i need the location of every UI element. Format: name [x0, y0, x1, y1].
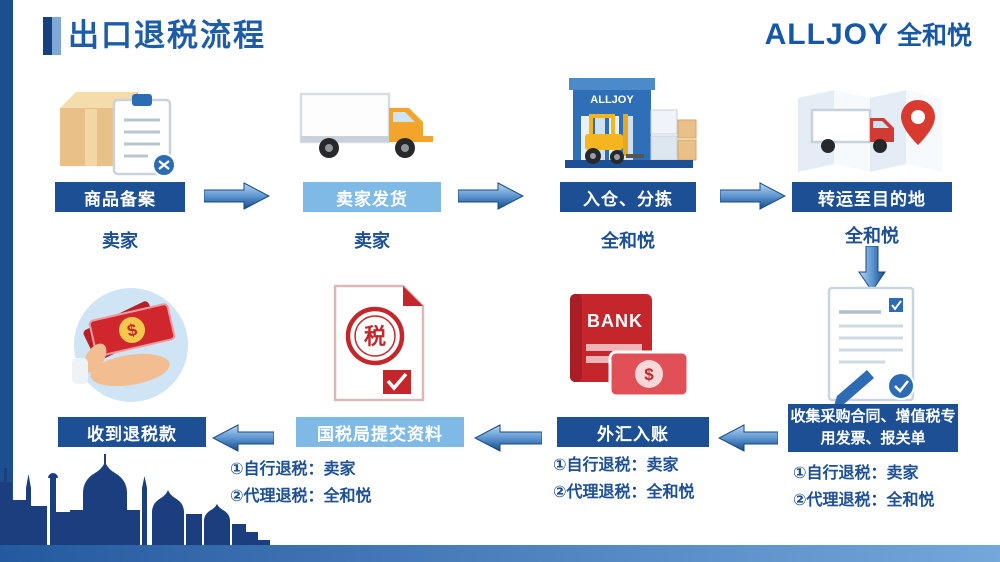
note-line: ②代理退税：全和悦	[553, 484, 695, 501]
note-line: ①自行退税：卖家	[793, 465, 919, 482]
step-label-forex-received: 外汇入账	[557, 417, 709, 447]
title-accent-bar-light	[52, 17, 61, 55]
warehouse-sign-text: ALLJOY	[590, 94, 634, 106]
tax-seal-text: 税	[364, 324, 386, 349]
package-clipboard-icon	[60, 92, 176, 176]
page-title: 出口退税流程	[68, 18, 266, 53]
truck-map-pin-icon	[798, 90, 942, 172]
left-edge-bar	[0, 0, 13, 562]
actor-label: 卖家	[354, 231, 390, 251]
dollar-sign-text: $	[644, 365, 654, 384]
note-block-collect-docs: ①自行退税：卖家 ②代理退税：全和悦	[793, 460, 935, 514]
step-label-refund-received: 收到退税款	[58, 417, 206, 447]
arrow-left-icon	[212, 424, 274, 452]
arrow-right-icon	[204, 182, 270, 210]
step-label-collect-documents: 收集采购合同、增值税专用发票、报关单	[788, 404, 958, 452]
arrow-right-icon	[458, 182, 524, 210]
brand-name-cn: 全和悦	[896, 22, 972, 50]
title-accent-bar-dark	[43, 17, 52, 55]
brand-logo: ALLJOY 全和悦	[765, 16, 972, 52]
note-block-forex: ①自行退税：卖家 ②代理退税：全和悦	[553, 452, 695, 506]
step-label-transfer-destination: 转运至目的地	[792, 182, 952, 212]
arrow-left-icon	[474, 424, 542, 452]
note-line: ②代理退税：全和悦	[230, 488, 372, 505]
note-block-tax-bureau: ①自行退税：卖家 ②代理退税：全和悦	[230, 456, 372, 510]
actor-label: 全和悦	[845, 226, 899, 246]
note-line: ①自行退税：卖家	[230, 461, 356, 478]
step-label-warehouse-sorting: 入仓、分拣	[560, 182, 696, 212]
bank-label-text: BANK	[587, 311, 643, 331]
arrow-down-icon	[858, 246, 886, 292]
hand-money-icon: $	[72, 288, 188, 402]
warehouse-forklift-icon: ALLJOY	[565, 78, 697, 168]
step-label-product-filing: 商品备案	[55, 182, 185, 212]
step-label-tax-bureau-submit: 国税局提交资料	[296, 417, 464, 447]
bottom-accent-bar	[0, 545, 1000, 562]
step-label-seller-ship: 卖家发货	[303, 182, 441, 212]
arrow-left-icon	[718, 424, 778, 452]
arrow-right-icon	[720, 182, 786, 210]
contract-document-icon	[827, 286, 915, 406]
actor-label: 全和悦	[601, 231, 655, 251]
note-line: ①自行退税：卖家	[553, 457, 679, 474]
note-line: ②代理退税：全和悦	[793, 492, 935, 509]
bank-book-money-icon: BANK $	[570, 294, 690, 398]
tax-document-icon: 税	[333, 284, 425, 402]
brand-name-en: ALLJOY	[764, 18, 889, 51]
actor-label: 卖家	[102, 231, 138, 251]
delivery-truck-icon	[299, 92, 433, 158]
city-skyline-silhouette	[0, 454, 270, 548]
